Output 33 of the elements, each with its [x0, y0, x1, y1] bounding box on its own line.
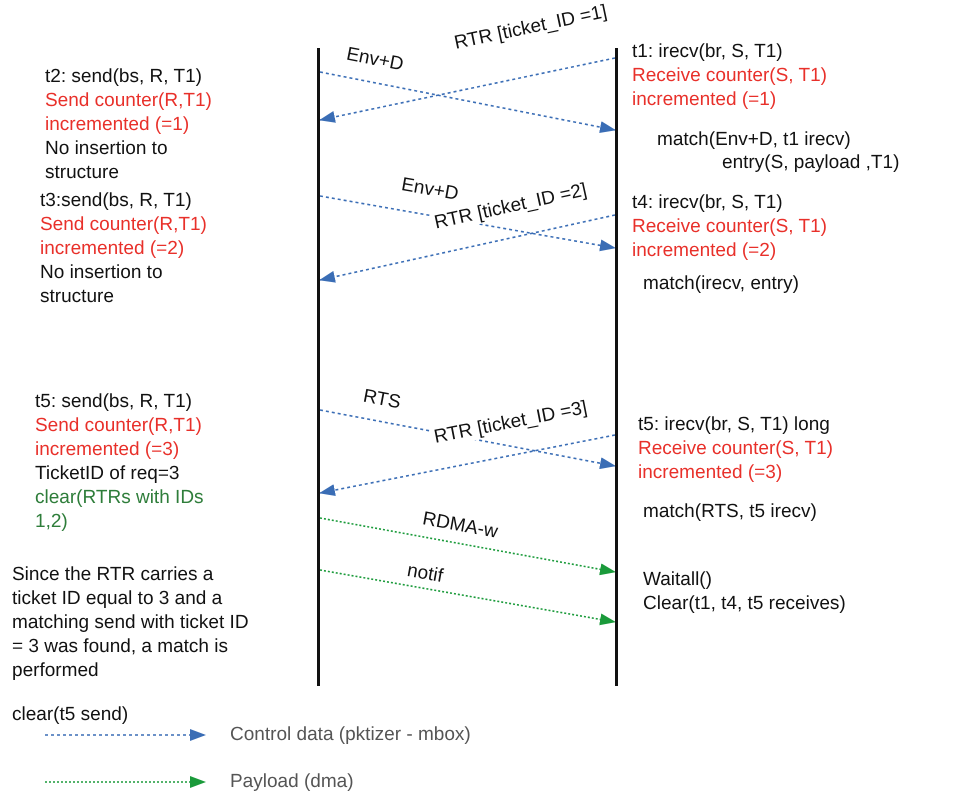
lifeline: [615, 48, 618, 686]
note-text: match(irecv, entry): [643, 272, 799, 296]
note-text: Send counter(R,T1) incremented (=1): [45, 89, 213, 137]
arrow: [320, 517, 616, 576]
note-text: Waitall(): [643, 568, 712, 592]
legend-text: Control data (pktizer - mbox): [230, 723, 471, 747]
note-text: Clear(t1, t4, t5 receives): [643, 592, 846, 616]
note-text: t2: send(bs, R, T1): [45, 65, 202, 89]
note-text: No insertion to structure: [40, 261, 164, 309]
arrow: [319, 214, 616, 283]
note-text: Receive counter(S, T1) incremented (=1): [632, 64, 828, 112]
arrow: [319, 434, 616, 496]
note-text: Receive counter(S, T1) incremented (=3): [638, 437, 834, 485]
arrow: [320, 71, 616, 133]
note-text: Send counter(R,T1) incremented (=2): [40, 213, 208, 261]
note-text: t5: send(bs, R, T1): [35, 390, 192, 414]
note-text: t1: irecv(br, S, T1): [632, 40, 783, 64]
note-text: t3:send(bs, R, T1): [40, 189, 192, 213]
note-text: t4: irecv(br, S, T1): [632, 191, 783, 215]
note-text: Since the RTR carries a ticket ID equal to 3 and a matching send with ticket ID = 3 was found, a match is performed: [12, 563, 250, 683]
note-text: entry(S, payload ,T1): [722, 151, 900, 175]
note-text: match(Env+D, t1 irecv): [657, 128, 851, 152]
arrow: [319, 57, 616, 123]
note-text: match(RTS, t5 irecv): [643, 500, 817, 524]
lifeline: [317, 48, 320, 686]
note-text: clear(t5 send): [12, 703, 128, 727]
note-text: t5: irecv(br, S, T1) long: [638, 413, 830, 437]
legend-text: Payload (dma): [230, 770, 354, 794]
note-text: clear(RTRs with IDs 1,2): [35, 486, 205, 534]
note-text: Receive counter(S, T1) incremented (=2): [632, 215, 828, 263]
note-text: TicketID of req=3: [35, 462, 180, 486]
arrow: [320, 569, 616, 626]
note-text: Send counter(R,T1) incremented (=3): [35, 414, 203, 462]
